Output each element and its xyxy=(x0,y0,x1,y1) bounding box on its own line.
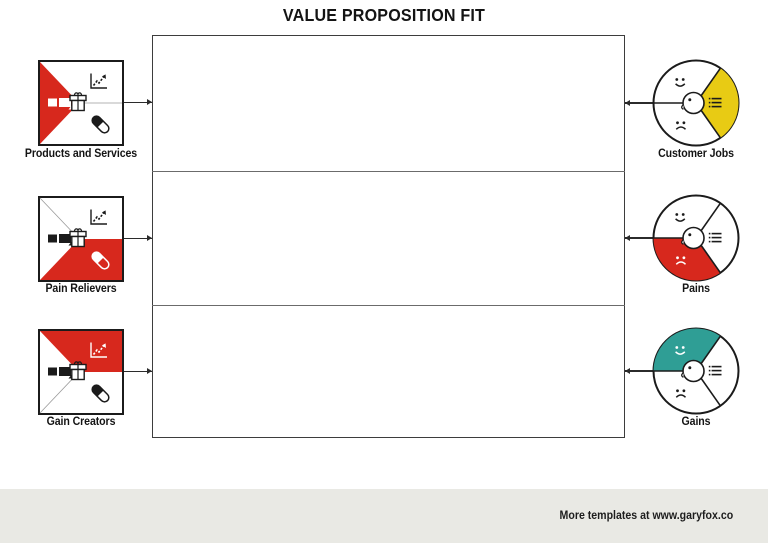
chart-icon xyxy=(90,209,107,225)
pain-relievers-icon xyxy=(38,196,124,287)
smiley-icon xyxy=(675,346,686,355)
pill-icon xyxy=(91,251,110,270)
customer-head-icon xyxy=(681,226,705,250)
products-services-label: Products and Services xyxy=(24,148,138,160)
canvas-grid xyxy=(152,35,625,438)
pains-sector xyxy=(653,238,721,281)
smiley-icon xyxy=(675,78,686,87)
row-divider xyxy=(152,170,625,172)
products-services-icon xyxy=(38,60,124,151)
sad-face-icon xyxy=(675,256,687,265)
gift-icon xyxy=(69,228,87,248)
pains-label: Pains xyxy=(682,283,710,295)
footer-credit: More templates at www.garyfox.co xyxy=(559,510,734,522)
connector-line xyxy=(122,370,152,373)
gain-creator-sector xyxy=(40,331,122,372)
footer-bar: More templates at www.garyfox.co xyxy=(0,489,768,543)
connector-line xyxy=(625,102,655,104)
arrowhead-icon xyxy=(147,235,152,242)
smiley-icon xyxy=(675,213,686,222)
connector-line xyxy=(122,101,152,104)
page-title: VALUE PROPOSITION FIT xyxy=(282,5,486,25)
pill-icon xyxy=(91,384,110,403)
connector-line xyxy=(625,237,655,239)
gain-creators-icon xyxy=(38,329,124,420)
sad-face-icon xyxy=(675,389,687,398)
arrowhead-icon xyxy=(625,234,630,241)
gain-creators-label: Gain Creators xyxy=(46,416,116,428)
list-icon xyxy=(708,365,722,376)
list-icon xyxy=(708,97,722,108)
arrowhead-icon xyxy=(625,367,630,374)
pain-reliever-sector xyxy=(40,239,122,280)
connector-line xyxy=(625,370,655,372)
gift-icon xyxy=(69,92,87,112)
customer-head-icon xyxy=(681,359,705,383)
customer-jobs-icon xyxy=(651,58,741,153)
gains-sector xyxy=(653,328,721,371)
sad-face-icon xyxy=(675,121,687,130)
gift-icon xyxy=(69,361,87,381)
arrowhead-icon xyxy=(625,99,630,106)
gains-icon xyxy=(651,326,741,421)
list-icon xyxy=(708,232,722,243)
customer-head-icon xyxy=(681,91,705,115)
chart-icon xyxy=(90,73,107,89)
chart-icon xyxy=(90,342,107,358)
arrowhead-icon xyxy=(147,368,152,375)
pains-icon xyxy=(651,193,741,288)
row-divider xyxy=(152,304,625,306)
pain-relievers-label: Pain Relievers xyxy=(45,283,117,295)
arrowhead-icon xyxy=(147,99,152,106)
connector-line xyxy=(122,237,152,240)
gains-label: Gains xyxy=(681,416,711,428)
customer-jobs-label: Customer Jobs xyxy=(658,148,734,160)
pill-icon xyxy=(91,115,110,134)
